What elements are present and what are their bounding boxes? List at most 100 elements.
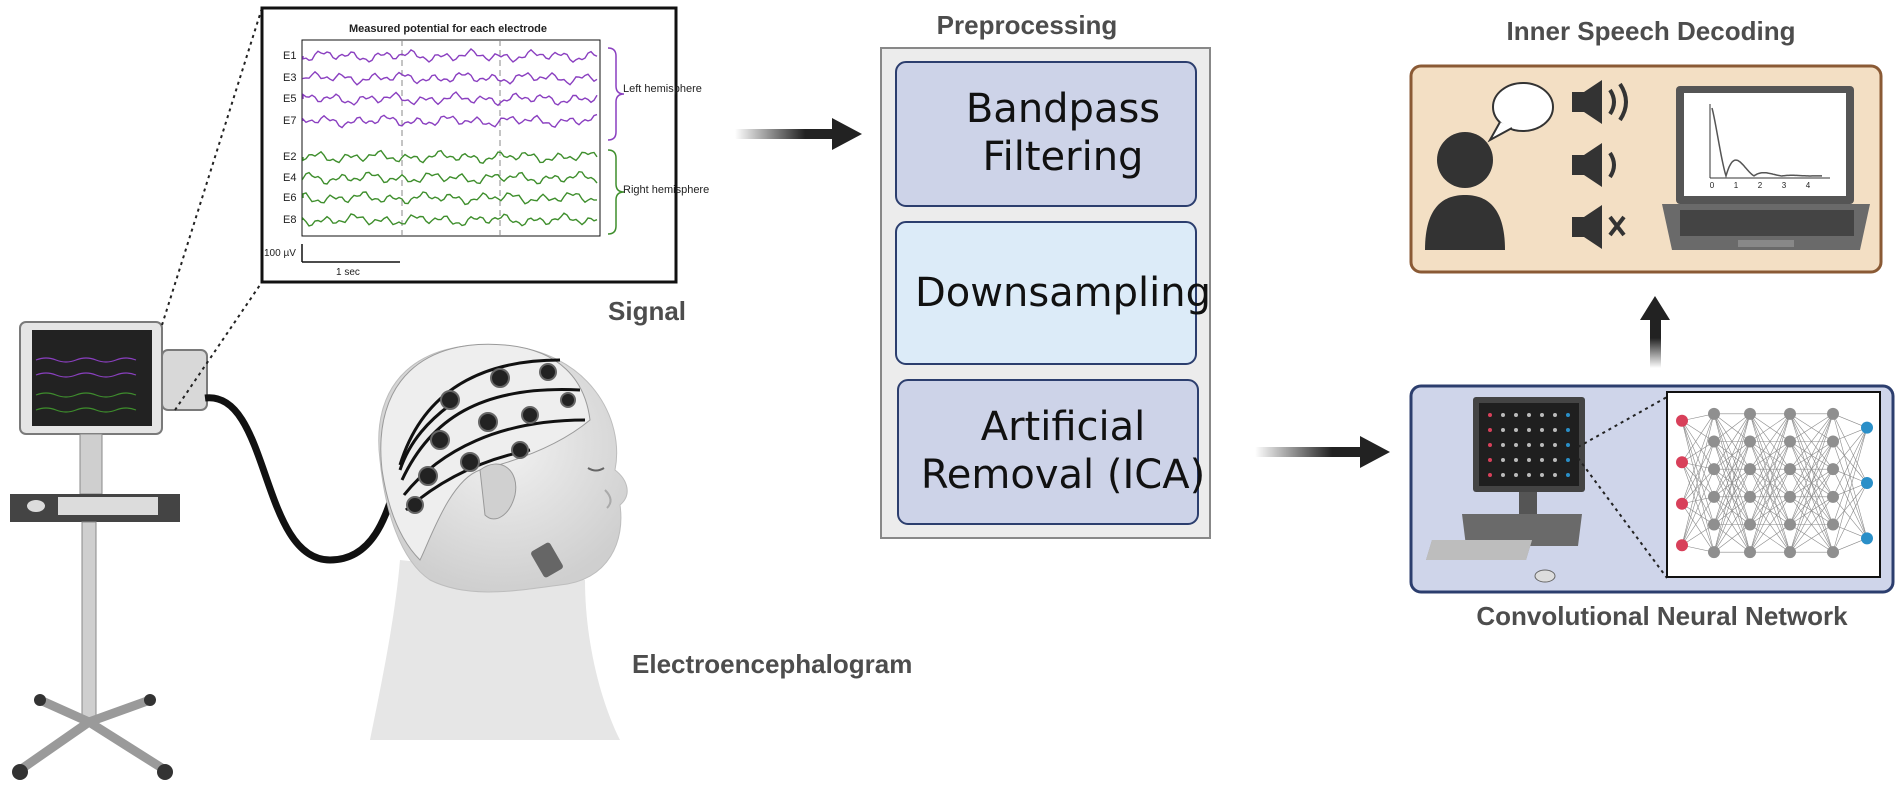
nn-edge (1681, 413, 1715, 546)
nn-hidden-node (1784, 518, 1796, 531)
nn-edge (1749, 413, 1791, 442)
electrode-label-e2: E2 (283, 151, 296, 163)
nn-edge (1789, 413, 1834, 553)
amplitude-scale-label: 100 µV (264, 248, 296, 259)
nn-edge (1681, 441, 1715, 463)
head-with-eeg-cap (370, 343, 628, 740)
nn-hidden-node (1784, 546, 1796, 559)
monitor-node (1553, 428, 1557, 432)
nn-edge (1832, 524, 1868, 539)
monitor-node (1566, 413, 1570, 417)
eeg-trace (302, 91, 598, 107)
eeg-trace (302, 212, 598, 227)
nn-edge (1749, 413, 1791, 470)
eeg-trace (302, 48, 598, 64)
nn-hidden-node (1784, 463, 1796, 476)
monitor-node (1540, 443, 1544, 447)
nn-edge (1789, 441, 1834, 553)
monitor-node (1527, 458, 1531, 462)
step-3-line1: Artificial (981, 404, 1146, 450)
left-hemisphere-brace (607, 47, 625, 141)
electrode-label-e8: E8 (283, 214, 296, 226)
nn-hidden-node (1744, 518, 1756, 531)
nn-edge (1789, 496, 1834, 553)
nn-edge (1789, 469, 1834, 553)
nn-hidden-node (1708, 546, 1720, 559)
laptop-icon: 0 1 2 3 4 (1662, 86, 1870, 250)
nn-output-node (1861, 532, 1873, 545)
eeg-label: Electroencephalogram (632, 649, 912, 679)
inner-speech-panel: 0 1 2 3 4 (1409, 64, 1883, 274)
nn-hidden-node (1784, 407, 1796, 420)
monitor-node (1553, 473, 1557, 477)
eeg-cart (10, 321, 208, 780)
nn-edge (1832, 482, 1868, 525)
nn-hidden-node (1744, 463, 1756, 476)
monitor-node (1527, 473, 1531, 477)
nn-edge (1681, 420, 1715, 470)
nn-edge (1713, 413, 1751, 442)
step-bandpass-filtering: Bandpass Filtering (895, 61, 1197, 207)
cnn-label: Convolutional Neural Network (1476, 601, 1848, 631)
nn-output-node (1861, 477, 1873, 489)
electrode-label-e6: E6 (283, 192, 296, 204)
arrow-to-cnn (1255, 436, 1390, 468)
nn-hidden-node (1784, 490, 1796, 503)
nn-edge (1832, 427, 1868, 442)
left-hemisphere-label: Left hemisphere (623, 83, 702, 95)
nn-hidden-node (1827, 407, 1839, 420)
nn-hidden-node (1744, 435, 1756, 448)
speaker-muted-icon (1572, 205, 1626, 249)
nn-edge (1681, 441, 1715, 546)
electrode-label-e7: E7 (283, 115, 296, 127)
monitor-node (1488, 458, 1492, 462)
step-downsampling: Downsampling (895, 221, 1211, 365)
arrow-to-preprocessing (735, 118, 862, 150)
decoding-x-tick-1: 1 (1734, 181, 1739, 190)
nn-edge (1749, 413, 1791, 553)
nn-edge (1832, 427, 1868, 553)
nn-edge (1681, 503, 1715, 525)
nn-edge (1713, 496, 1751, 553)
time-scale-label: 1 sec (336, 267, 360, 278)
nn-hidden-node (1708, 463, 1720, 476)
nn-hidden-node (1708, 407, 1720, 420)
nn-input-node (1676, 414, 1688, 427)
monitor-node (1501, 428, 1505, 432)
nn-edge (1789, 413, 1834, 525)
eeg-trace (302, 70, 598, 86)
nn-input-node (1676, 539, 1688, 552)
nn-edge (1789, 413, 1834, 442)
monitor-node (1566, 443, 1570, 447)
step-artifact-removal: Artificial Removal (ICA) (897, 379, 1205, 525)
step-3-line2: Removal (ICA) (921, 452, 1205, 498)
nn-edge (1789, 524, 1834, 553)
monitor-node (1501, 473, 1505, 477)
eeg-trace (302, 191, 598, 206)
nn-hidden-node (1708, 490, 1720, 503)
nn-edge (1713, 524, 1751, 553)
monitor-node (1514, 443, 1518, 447)
speaker-loud-icon (1572, 80, 1628, 124)
monitor-node (1540, 413, 1544, 417)
nn-edge (1713, 413, 1751, 497)
right-hemisphere-brace (607, 149, 625, 235)
monitor-screen (32, 330, 152, 426)
preprocessing-panel: Bandpass Filtering Downsampling Artifici… (880, 47, 1211, 539)
desktop-computer-icon (1426, 397, 1585, 583)
nn-edge (1832, 482, 1868, 553)
nn-edge (1749, 413, 1791, 497)
nn-hidden-node (1744, 407, 1756, 420)
neural-network-diagram (1666, 391, 1881, 578)
electrode-label-e5: E5 (283, 93, 296, 105)
monitor-node (1488, 428, 1492, 432)
nn-edge (1832, 427, 1868, 497)
nn-input-node (1676, 497, 1688, 510)
amplifier-box (161, 349, 208, 411)
nn-input-node (1676, 456, 1688, 469)
nn-hidden-node (1827, 490, 1839, 503)
monitor-node (1527, 443, 1531, 447)
signal-panel-title: Measured potential for each electrode (349, 23, 547, 35)
step-2-line1: Downsampling (915, 270, 1211, 316)
signal-label: Signal (608, 296, 686, 326)
